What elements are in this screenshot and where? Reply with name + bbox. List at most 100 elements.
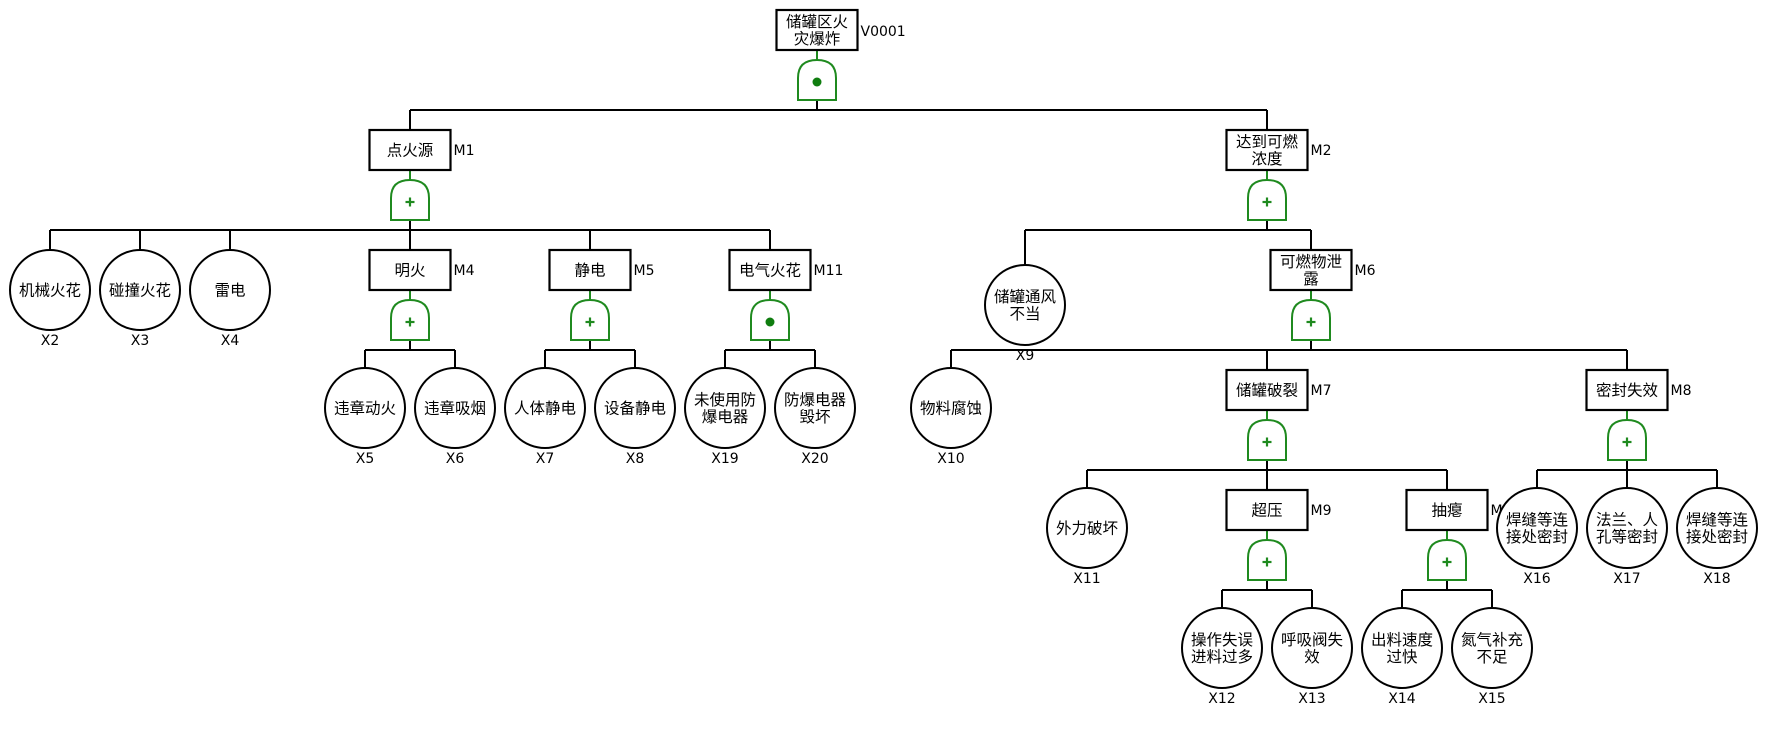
gate-or-M5 [570,290,610,341]
gate-or-M8 [1607,410,1647,461]
basic-event-circle[interactable] [1451,607,1533,689]
event-id-label: M5 [634,263,655,279]
event-id-label: X14 [1388,691,1415,707]
basic-event-circle[interactable] [910,367,992,449]
basic-event-circle[interactable] [984,264,1066,346]
basic-event-circle[interactable] [684,367,766,449]
intermediate-event-box[interactable] [1225,368,1309,412]
event-id-label: X12 [1208,691,1235,707]
basic-event-circle[interactable] [189,249,271,331]
event-label-line: 爆电器 [702,407,749,426]
event-id-label: X18 [1703,571,1730,587]
event-label-line: 储罐区火 [786,13,848,31]
basic-event-circle[interactable] [594,367,676,449]
basic-event-circle[interactable] [1271,607,1353,689]
intermediate-event-box[interactable] [368,248,452,292]
event-id-label: X2 [41,333,60,349]
event-id-label: M1 [454,143,475,159]
event-label-line: 超压 [1251,502,1282,520]
basic-event-circle[interactable] [1361,607,1443,689]
event-label-line: 物料腐蚀 [920,400,982,418]
event-id-label: X15 [1478,691,1505,707]
basic-event-circle[interactable] [1676,487,1758,569]
event-label-line: 达到可燃 [1236,133,1299,151]
event-label-line: 外力破坏 [1056,520,1119,538]
intermediate-event-box[interactable] [1585,368,1669,412]
intermediate-event-box[interactable] [728,248,812,292]
basic-event-circle[interactable] [1046,487,1128,569]
gate-or-M2 [1247,170,1287,221]
event-label-line: 机械火花 [19,282,81,300]
intermediate-event-box[interactable] [1225,488,1309,532]
top-event-box[interactable] [775,8,859,52]
intermediate-event-box[interactable] [1225,128,1309,172]
basic-event-circle[interactable] [1496,487,1578,569]
basic-event-circle[interactable] [9,249,91,331]
event-label-line: 操作失误 [1191,631,1253,649]
event-id-label: M4 [454,263,475,279]
event-label-line: 孔等密封 [1596,528,1658,546]
event-X2[interactable]: 机械火花 X2 [9,249,91,349]
event-label-line: 浓度 [1251,150,1282,168]
gate-or-M7 [1247,410,1287,461]
basic-event-circle[interactable] [1181,607,1263,689]
and-dot-icon [812,77,822,87]
and-dot-icon [765,317,775,327]
event-M5[interactable]: 静电 M5 [548,248,655,292]
event-id-label: X5 [356,451,375,467]
basic-event-circle[interactable] [774,367,856,449]
event-id-label: X9 [1016,348,1035,364]
intermediate-event-box[interactable] [368,128,452,172]
basic-event-circle[interactable] [504,367,586,449]
gate-or-M4 [390,290,430,341]
event-id-label: X13 [1298,691,1325,707]
event-label-line: 储罐破裂 [1236,382,1298,400]
event-id-label: X20 [801,451,828,467]
basic-event-circle[interactable] [414,367,496,449]
intermediate-event-box[interactable] [548,248,632,292]
event-label-line: 违章吸烟 [424,400,486,418]
event-label-line: 静电 [574,262,605,280]
intermediate-event-box[interactable] [1269,248,1353,292]
edges-layer [49,100,1718,608]
event-label-line: 抽瘪 [1431,502,1463,520]
event-id-label: M2 [1311,143,1332,159]
basic-event-circle[interactable] [99,249,181,331]
event-label-line: 电气火花 [739,262,801,280]
gate-or-M9 [1247,530,1287,581]
intermediate-event-box[interactable] [1405,488,1489,532]
event-label-line: 人体静电 [514,400,576,418]
event-label-line: 密封失效 [1596,382,1658,400]
basic-event-circle[interactable] [1586,487,1668,569]
event-label-line: 毁坏 [799,408,831,426]
basic-event-circle[interactable] [324,367,406,449]
